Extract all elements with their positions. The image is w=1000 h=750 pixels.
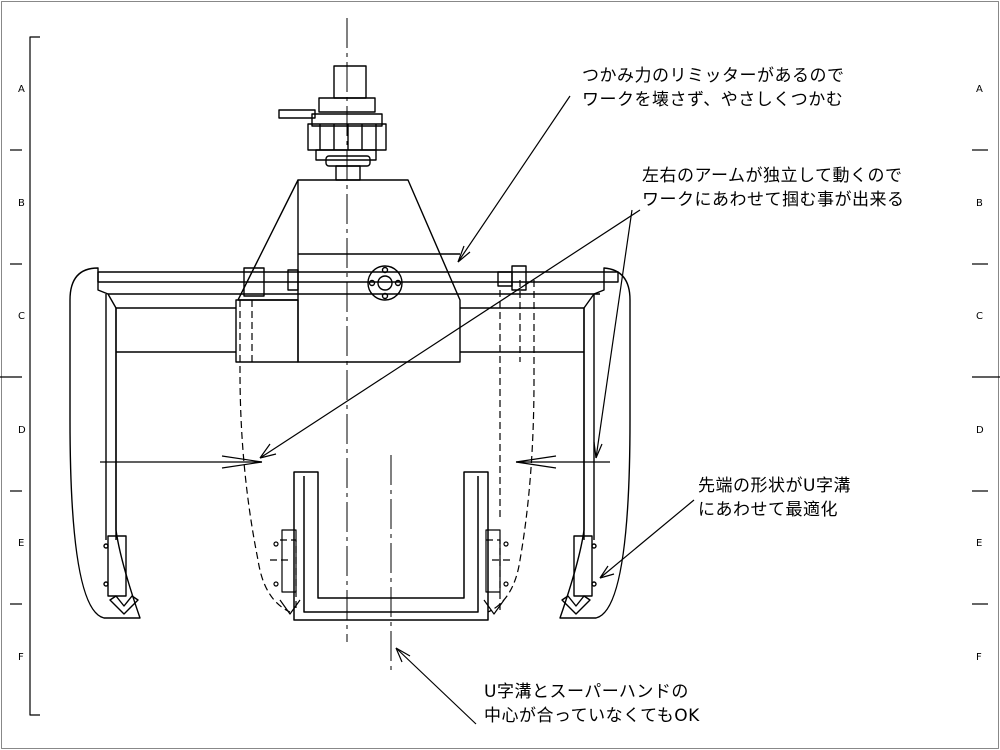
leader-lines xyxy=(259,95,695,725)
left-arm xyxy=(69,267,141,619)
zone-label-d-left: D xyxy=(18,425,26,436)
zone-label-a-right: A xyxy=(976,84,983,95)
zone-label-c-left: C xyxy=(18,311,25,322)
right-zone-ruler xyxy=(972,149,1000,605)
center-note-line1: U字溝とスーパーハンドの xyxy=(484,682,689,702)
tip-note: 先端の形状がU字溝 にあわせて最適化 xyxy=(698,474,851,522)
zone-label-d-right: D xyxy=(976,425,984,436)
zone-label-e-left: E xyxy=(18,538,25,549)
center-note-line2: 中心が合っていなくてもOK xyxy=(484,706,700,726)
u-channel xyxy=(293,455,489,670)
zone-label-f-left: F xyxy=(18,652,24,663)
arms-note-line2: ワークにあわせて掴む事が出来る xyxy=(642,190,905,210)
closed-arms-dashed xyxy=(239,280,535,613)
zone-label-f-right: F xyxy=(976,652,982,663)
arms-note: 左右のアームが独立して動くので ワークにあわせて掴む事が出来る xyxy=(642,164,905,212)
limiter-unit xyxy=(278,65,387,181)
bolt-circle xyxy=(367,265,403,301)
horizontal-rail xyxy=(97,265,619,353)
limiter-note: つかみ力のリミッターがあるので ワークを壊さず、やさしくつかむ xyxy=(582,64,845,112)
zone-label-e-right: E xyxy=(976,538,983,549)
zone-label-a-left: A xyxy=(18,84,25,95)
arms-note-line1: 左右のアームが独立して動くので xyxy=(642,166,903,186)
zone-label-c-right: C xyxy=(976,311,983,322)
left-zone-ruler xyxy=(0,36,40,716)
limiter-note-line1: つかみ力のリミッターがあるので xyxy=(582,66,845,86)
tip-note-line2: にあわせて最適化 xyxy=(698,500,838,520)
center-note: U字溝とスーパーハンドの 中心が合っていなくてもOK xyxy=(484,680,700,728)
right-arm xyxy=(559,267,631,619)
gripper-body xyxy=(235,179,461,363)
zone-label-b-right: B xyxy=(976,198,983,209)
grip-arrows xyxy=(100,455,610,469)
tip-note-line1: 先端の形状がU字溝 xyxy=(698,476,851,496)
zone-label-b-left: B xyxy=(18,198,25,209)
limiter-note-line2: ワークを壊さず、やさしくつかむ xyxy=(582,90,844,110)
